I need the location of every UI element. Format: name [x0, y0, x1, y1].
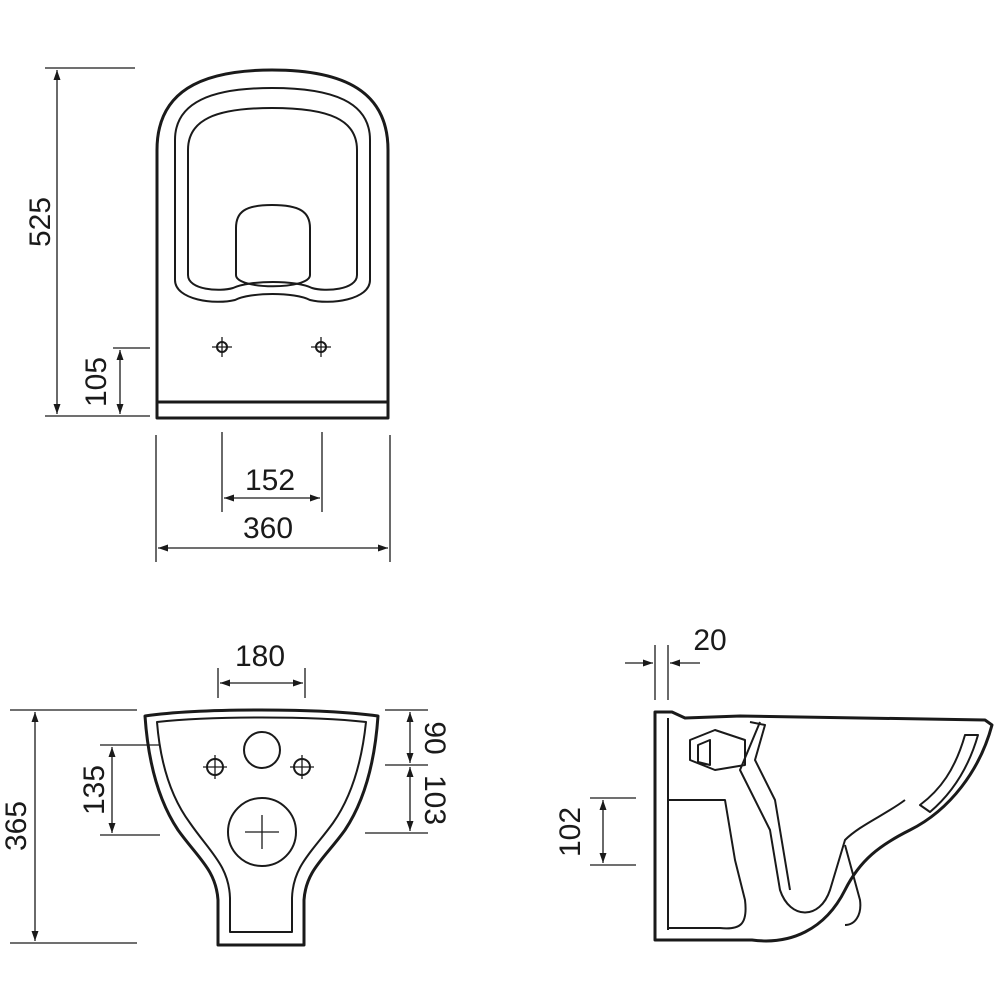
- bowl-outlet: [235, 204, 311, 288]
- dimension-label-front-height: 365: [0, 801, 33, 851]
- side-outline: [653, 710, 994, 943]
- dimension-label-width: 360: [243, 512, 293, 545]
- dimension-label-fixing-spacing: 152: [245, 464, 295, 497]
- outlet-channel: [668, 799, 747, 930]
- bowl-outline-top: [155, 68, 390, 402]
- fixing-crosshair-icon: [203, 755, 227, 779]
- extension-lines-525: [45, 67, 150, 417]
- dimension-label-side-outlet-height: 102: [554, 807, 587, 857]
- dimension-label-fixing-offset: 105: [80, 357, 113, 407]
- bowl-inner-profile: [739, 721, 906, 914]
- extension-lines-90-103: [365, 709, 428, 834]
- dimension-label-lower-offset: 103: [418, 775, 451, 825]
- fixing-crosshair-icon: [290, 755, 314, 779]
- extension-lines-102: [590, 797, 636, 866]
- extension-lines-360: [155, 435, 391, 562]
- front-inner-outline: [156, 716, 367, 933]
- dimension-label-wall-gap: 20: [693, 624, 726, 657]
- front-view: 180 365 135 90 103: [0, 640, 451, 947]
- rear-rib: [844, 844, 862, 926]
- seat-outline: [174, 87, 371, 303]
- dimension-label-upper-offset: 90: [418, 721, 451, 754]
- fixing-crosshair-icon: [212, 337, 232, 357]
- extension-lines-20: [654, 645, 669, 700]
- front-outline: [143, 708, 380, 947]
- top-view: 525 105 152 360: [24, 67, 391, 562]
- inlet-connector: [689, 729, 746, 771]
- extension-lines-152: [221, 432, 323, 512]
- dimension-label-outlet-height: 135: [78, 765, 111, 815]
- rim-channel: [919, 734, 979, 813]
- outlet-crosshair-icon: [227, 797, 297, 867]
- extension-lines-135: [100, 744, 160, 836]
- dimension-label-pipe-spacing: 180: [235, 640, 285, 673]
- extension-lines-365: [10, 709, 137, 944]
- dimension-label-height: 525: [24, 197, 57, 247]
- rim-bar: [155, 400, 390, 420]
- seat-opening: [187, 107, 358, 291]
- extension-lines-180: [217, 668, 306, 698]
- fixing-crosshair-icon: [311, 337, 331, 357]
- inlet-hole: [243, 731, 281, 769]
- side-view: 20 102: [554, 624, 994, 943]
